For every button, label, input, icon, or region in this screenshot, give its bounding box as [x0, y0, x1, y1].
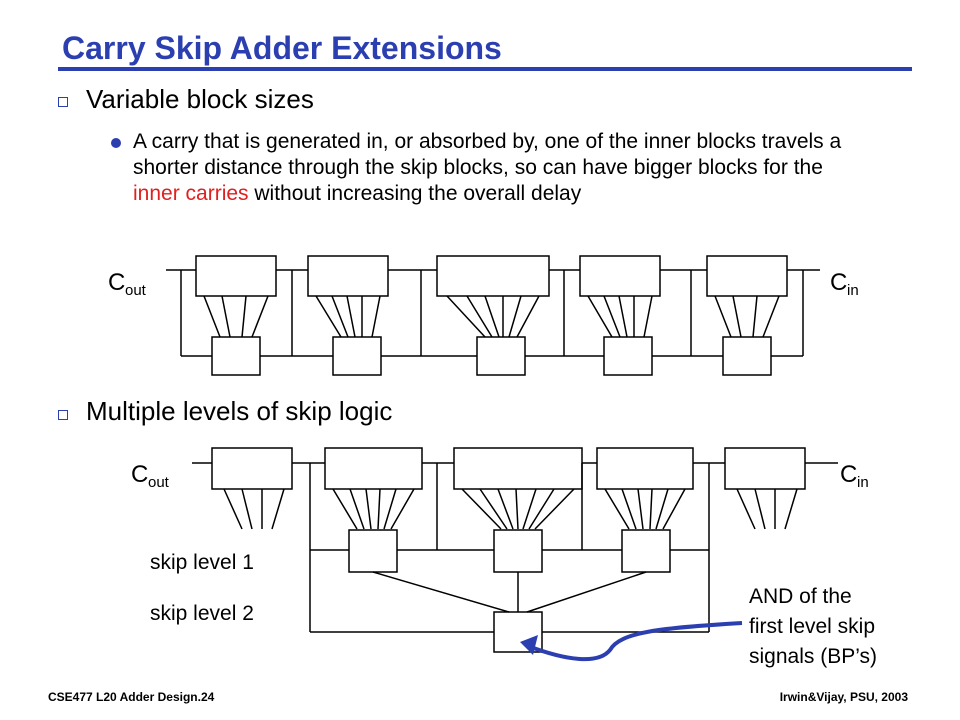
diagram-multilevel-skip — [192, 447, 838, 653]
skip-level-1-label: skip level 1 — [150, 551, 254, 574]
adder-block — [436, 255, 550, 297]
skip-level-1-block — [348, 529, 398, 573]
cin-label-2: C — [840, 461, 857, 488]
adder-block — [307, 255, 389, 297]
skip-block — [603, 336, 653, 376]
cout-label-1: C — [108, 269, 125, 296]
adder-block — [195, 255, 277, 297]
adder-block — [706, 255, 788, 297]
paragraph-text-2: without increasing the overall delay — [248, 182, 582, 205]
paragraph-text-1: A carry that is generated in, or absorbe… — [133, 130, 842, 179]
skip-level-1-block — [493, 529, 543, 573]
title-underline — [58, 67, 912, 71]
bullet-variable-block-sizes: Variable block sizes — [86, 84, 314, 114]
round-bullet-icon — [111, 138, 121, 148]
explanation-paragraph: A carry that is generated in, or absorbe… — [133, 129, 873, 207]
arrowhead-icon — [520, 635, 538, 655]
skip-level-1-block — [621, 529, 671, 573]
adder-block — [453, 447, 583, 490]
cout-sub-label-2: out — [148, 474, 170, 491]
cout-label-2: C — [131, 461, 148, 488]
slide-title: Carry Skip Adder Extensions — [62, 30, 502, 66]
diagram-variable-blocks — [166, 255, 820, 376]
cin-label-1: C — [830, 269, 847, 296]
skip-level-2-label: skip level 2 — [150, 602, 254, 625]
cin-sub-label-1: in — [847, 282, 859, 299]
footer-authors: Irwin&Vijay, PSU, 2003 — [779, 690, 908, 704]
footer-course: CSE477 L20 Adder Design.24 — [48, 690, 215, 704]
adder-block — [324, 447, 423, 490]
square-bullet-icon — [58, 410, 68, 420]
bullet-multiple-levels: Multiple levels of skip logic — [86, 396, 393, 426]
skip-block — [211, 336, 261, 376]
adder-block — [211, 447, 293, 490]
adder-block — [579, 255, 661, 297]
annotation-line-1: AND of the — [749, 585, 852, 608]
annotation-line-2: first level skip — [749, 615, 875, 638]
adder-block — [596, 447, 694, 490]
annotation-line-3: signals (BP’s) — [749, 645, 877, 668]
adder-block — [724, 447, 806, 490]
square-bullet-icon — [58, 97, 68, 107]
skip-block — [476, 336, 526, 376]
inner-carries-highlight: inner carries — [133, 182, 249, 205]
cin-sub-label-2: in — [857, 474, 869, 491]
cout-sub-label-1: out — [125, 282, 147, 299]
skip-block — [332, 336, 382, 376]
skip-block — [722, 336, 772, 376]
annotation-arrow — [527, 621, 743, 662]
